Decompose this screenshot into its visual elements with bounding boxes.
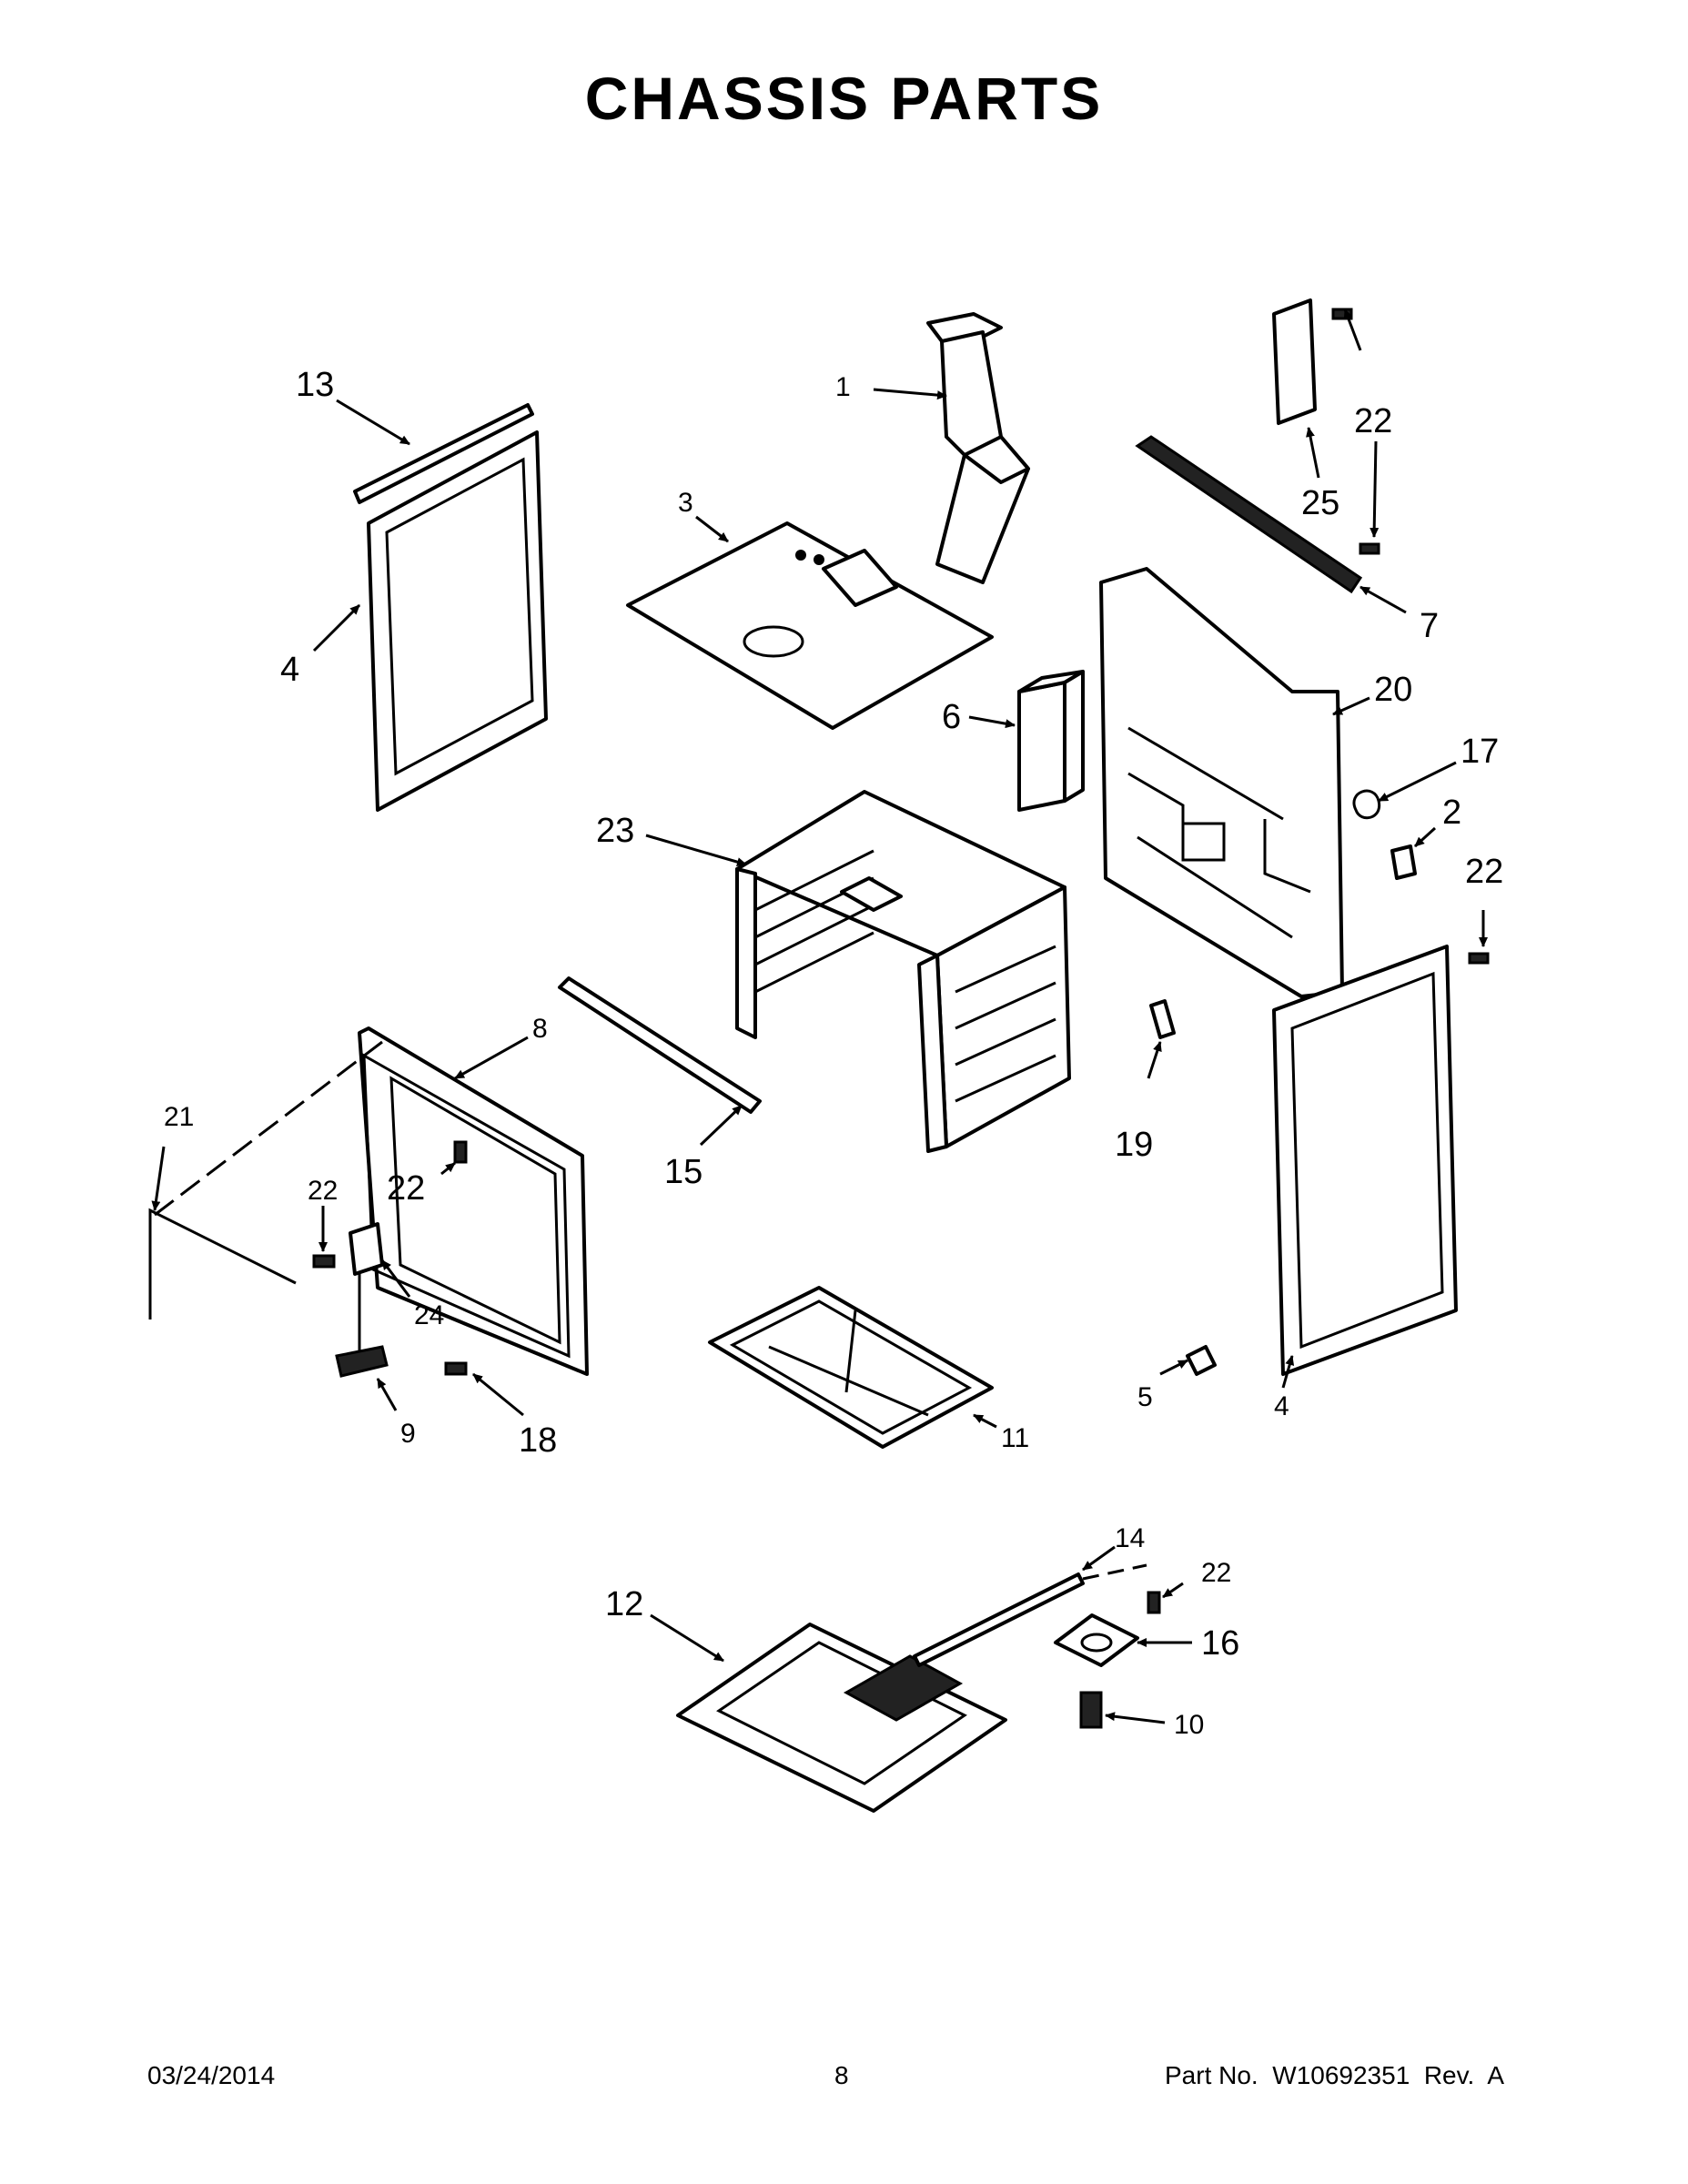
screw-22-front bbox=[453, 1140, 468, 1164]
part-6-insulation-block bbox=[1017, 670, 1085, 812]
callout-10: 10 bbox=[1174, 1710, 1204, 1740]
callout-7: 7 bbox=[1420, 607, 1439, 645]
part-14-rail bbox=[913, 1572, 1085, 1667]
callout-5: 5 bbox=[1137, 1382, 1153, 1412]
part-18-screw bbox=[444, 1361, 468, 1376]
footer-page-number: 8 bbox=[834, 2061, 849, 2089]
callout-23: 23 bbox=[596, 812, 634, 850]
part-13-trim-strip bbox=[353, 403, 534, 504]
callout-12: 12 bbox=[605, 1585, 643, 1623]
screw-22-leg bbox=[312, 1254, 336, 1269]
callout-24: 24 bbox=[414, 1300, 444, 1330]
callout-18: 18 bbox=[519, 1421, 557, 1460]
callout-15: 15 bbox=[664, 1153, 702, 1191]
part-16-leg-bracket bbox=[1054, 1613, 1139, 1667]
part-2-clip bbox=[1390, 844, 1417, 880]
callout-22-base: 22 bbox=[1201, 1558, 1231, 1588]
part-11-broiler-pan bbox=[708, 1286, 994, 1449]
callout-1: 1 bbox=[835, 372, 851, 402]
callout-3: 3 bbox=[678, 488, 693, 518]
callout-21: 21 bbox=[164, 1102, 194, 1132]
callout-25: 25 bbox=[1301, 484, 1339, 522]
part-24-bracket bbox=[349, 1222, 384, 1276]
page-title: CHASSIS PARTS bbox=[584, 65, 1104, 132]
callout-9: 9 bbox=[400, 1419, 416, 1449]
part-21-gasket bbox=[148, 1208, 297, 1320]
assembly-lines bbox=[154, 1040, 1147, 1581]
callout-8: 8 bbox=[532, 1014, 548, 1044]
footer-part-number: Part No. W10692351 Rev. A bbox=[1165, 2061, 1505, 2089]
part-7-strap bbox=[1135, 435, 1363, 594]
callout-19: 19 bbox=[1115, 1126, 1153, 1164]
callout-4-left: 4 bbox=[280, 651, 299, 689]
part-4-side-panel-left bbox=[367, 430, 548, 812]
callout-16: 16 bbox=[1201, 1624, 1239, 1663]
part-5-clip bbox=[1186, 1345, 1217, 1376]
callout-20: 20 bbox=[1374, 671, 1412, 709]
callout-6: 6 bbox=[942, 698, 961, 736]
part-17-clip bbox=[1352, 789, 1381, 820]
callout-22-top: 22 bbox=[1354, 402, 1392, 440]
part-25-bracket bbox=[1272, 298, 1317, 425]
screw-22-strap bbox=[1359, 542, 1380, 555]
part-19-clip bbox=[1149, 999, 1176, 1039]
part-1-vent-duct bbox=[926, 312, 1030, 584]
callout-22-right: 22 bbox=[1465, 853, 1503, 891]
callout-11: 11 bbox=[1001, 1423, 1029, 1453]
callout-2: 2 bbox=[1442, 794, 1461, 832]
callout-labels: 1 3 13 4 6 22 25 7 20 17 2 22 23 8 15 19… bbox=[164, 366, 1503, 1740]
part-12-bottom-panel bbox=[676, 1623, 1007, 1813]
part-23-oven-cavity bbox=[735, 790, 1071, 1153]
callout-4-right: 4 bbox=[1274, 1391, 1289, 1421]
callout-14: 14 bbox=[1115, 1523, 1145, 1553]
screw-22-right bbox=[1468, 952, 1490, 965]
callout-13: 13 bbox=[296, 366, 334, 404]
part-10-leveling-foot bbox=[1079, 1691, 1103, 1729]
callout-22-leg: 22 bbox=[308, 1176, 338, 1206]
part-20-rear-panel bbox=[1099, 567, 1344, 998]
part-15-trim-strip bbox=[558, 976, 762, 1114]
part-3-cooktop-panel bbox=[626, 521, 994, 730]
screw-22-base bbox=[1147, 1591, 1161, 1614]
footer-date: 03/24/2014 bbox=[147, 2061, 276, 2089]
callout-22-front: 22 bbox=[387, 1169, 425, 1208]
leader-arrows bbox=[151, 308, 1488, 1724]
callout-17: 17 bbox=[1461, 733, 1499, 771]
part-9-leveling-leg bbox=[335, 1274, 389, 1378]
part-4-side-panel-right bbox=[1272, 945, 1458, 1376]
